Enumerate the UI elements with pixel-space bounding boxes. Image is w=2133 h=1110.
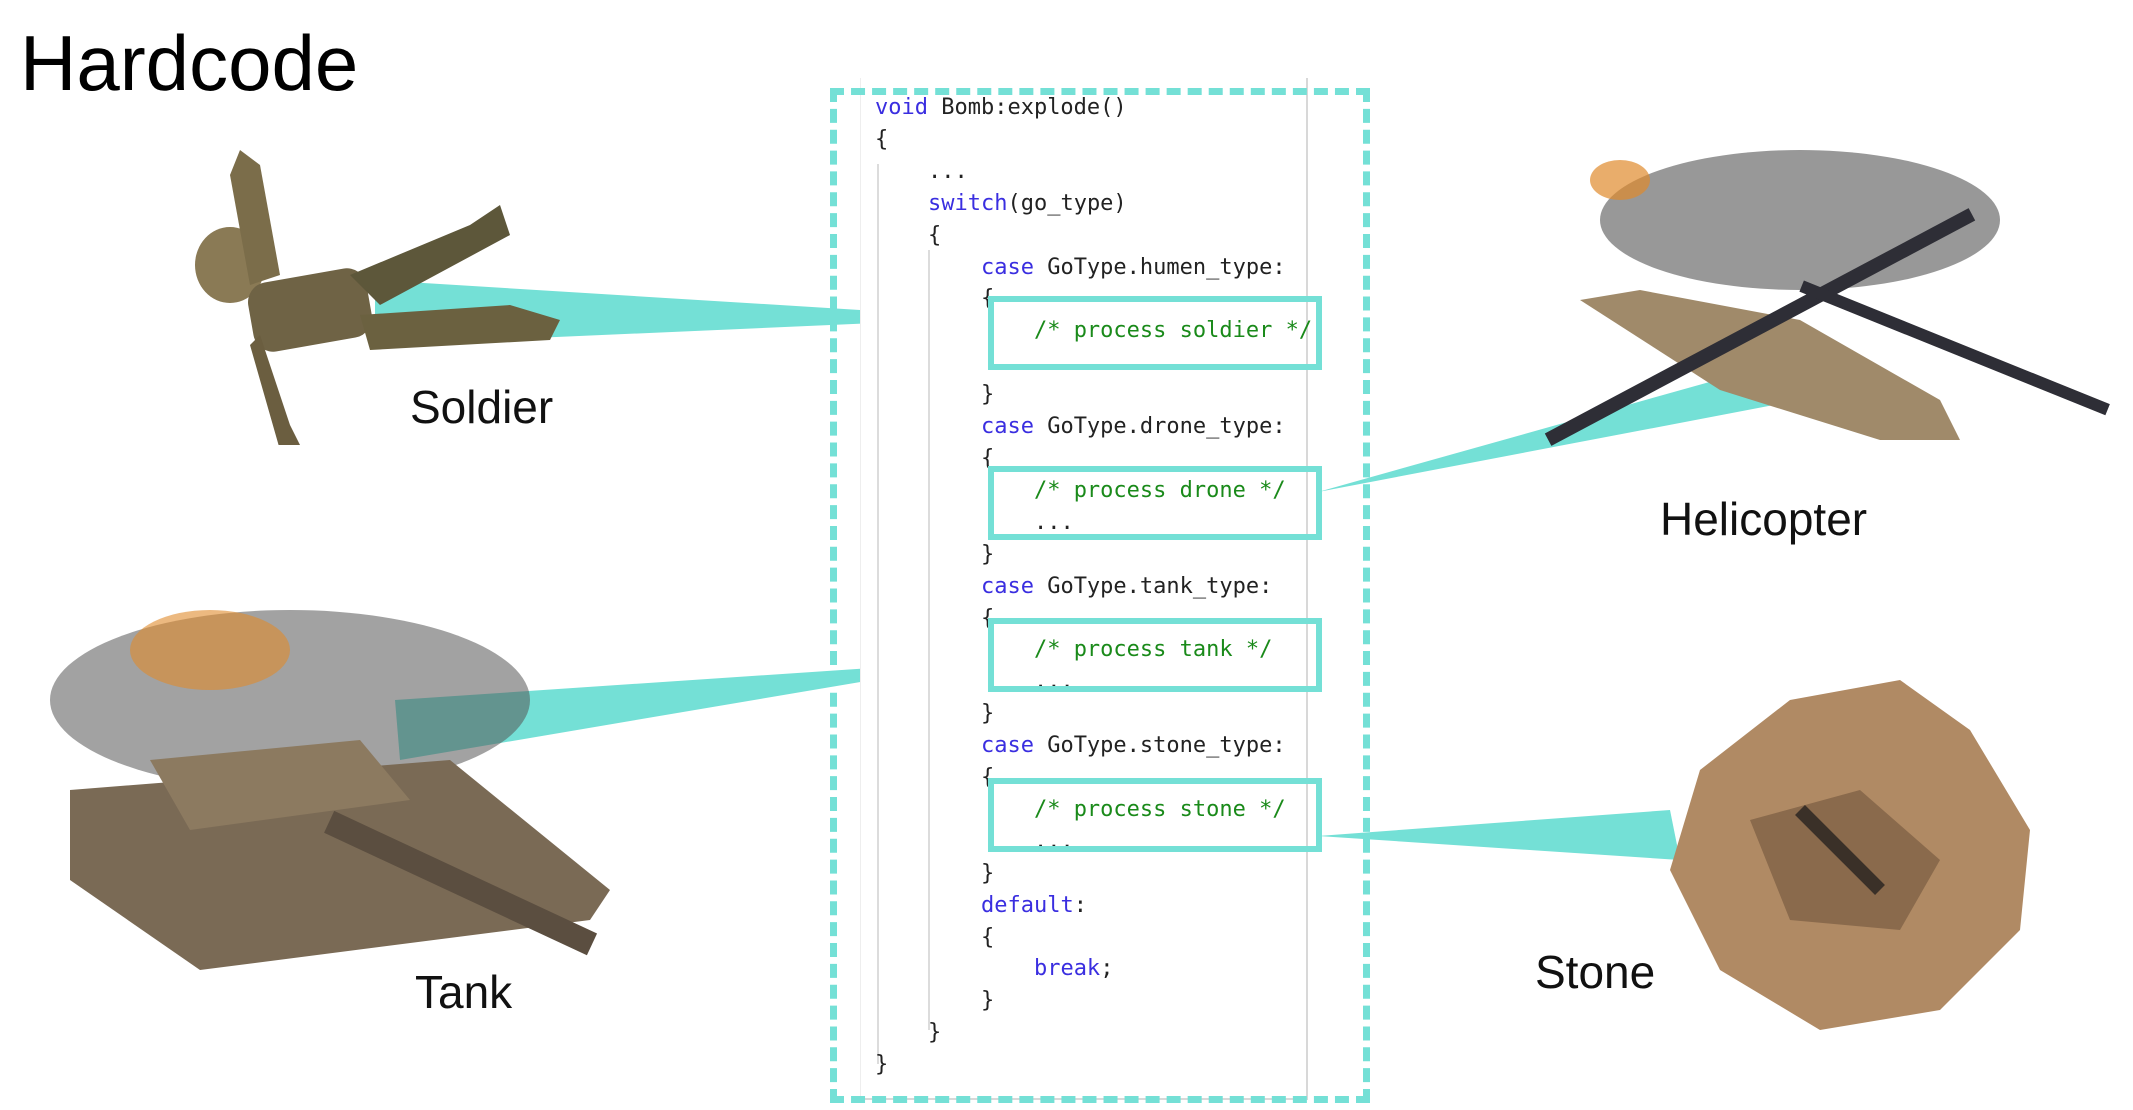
code-text: {: [875, 126, 889, 152]
code-text: ;: [1100, 956, 1114, 982]
code-line: case GoType.stone_type:: [875, 730, 1312, 762]
connector-tank: [395, 660, 990, 760]
code-line: ...: [875, 347, 1312, 379]
code-line: switch(go_type): [875, 188, 1312, 220]
tank-image: [50, 610, 610, 970]
code-text: }: [980, 382, 995, 408]
code-comment: /* process tank */: [1033, 637, 1273, 663]
code-text: :: [1073, 892, 1087, 918]
code-line: {: [875, 443, 1312, 475]
code-line: case GoType.drone_type:: [875, 411, 1312, 443]
code-keyword: case: [980, 254, 1034, 280]
code-line: }: [875, 1017, 1312, 1049]
code-line: }: [875, 698, 1312, 730]
soldier-image: [195, 150, 560, 445]
code-text: }: [927, 1020, 942, 1046]
code-line: case GoType.humen_type:: [875, 252, 1312, 284]
code-line: {: [875, 124, 1312, 156]
highlight-soldier: [988, 296, 1322, 370]
code-keyword: case: [980, 414, 1034, 440]
code-text: ...: [1033, 509, 1074, 535]
code-line: ...: [875, 156, 1312, 188]
code-line: }: [875, 379, 1312, 411]
code-text: GoType.tank_type:: [1033, 573, 1273, 599]
label-helicopter: Helicopter: [1660, 493, 1868, 545]
label-tank: Tank: [415, 966, 513, 1018]
highlight-tank: [988, 618, 1322, 692]
code-line: }: [875, 1049, 1312, 1081]
code-keyword: break: [1033, 956, 1101, 982]
code-comment: /* process soldier */: [1033, 318, 1313, 344]
code-line: /* process soldier */: [875, 315, 1312, 347]
code-text: GoType.stone_type:: [1033, 733, 1286, 759]
code-panel: [860, 78, 1308, 1100]
helicopter-image: [1544, 150, 2110, 446]
code-text: {: [927, 222, 942, 248]
code-line: {: [875, 922, 1312, 954]
code-line: default:: [875, 890, 1312, 922]
code-keyword: default: [980, 892, 1074, 918]
highlight-drone: [988, 466, 1322, 540]
code-text: }: [875, 1052, 889, 1078]
label-soldier: Soldier: [410, 381, 554, 433]
code-text: ...: [927, 158, 968, 184]
code-line: /* process tank */: [875, 634, 1312, 666]
code-text: }: [980, 860, 995, 886]
code-text: }: [980, 988, 995, 1014]
code-text: Bomb:explode(): [927, 95, 1127, 120]
code-line: /* process stone */: [875, 794, 1312, 826]
code-line: }: [875, 985, 1312, 1017]
code-line: /* process drone */: [875, 475, 1312, 507]
code-keyword: case: [980, 733, 1034, 759]
code-dashed-frame: [830, 88, 1370, 1103]
highlight-stone: [988, 778, 1322, 852]
code-text: }: [980, 701, 995, 727]
connector-stone: [1318, 810, 1680, 860]
code-keyword: case: [980, 573, 1034, 599]
code-line: }: [875, 858, 1312, 890]
code-comment: /* process drone */: [1033, 477, 1286, 503]
code-line: break;: [875, 953, 1312, 985]
code-text: {: [980, 445, 995, 471]
code-text: GoType.humen_type:: [1033, 254, 1286, 280]
code-line: case GoType.tank_type:: [875, 571, 1312, 603]
code-text: ...: [1033, 350, 1074, 376]
code-text: (go_type): [1007, 190, 1127, 216]
indent-guide: [928, 250, 930, 1030]
indent-guide: [877, 164, 879, 1064]
code-keyword: switch: [927, 190, 1008, 216]
page-title: Hardcode: [20, 19, 359, 107]
label-stone: Stone: [1535, 946, 1656, 998]
code-block: void Bomb:explode(){ ... switch(go_type)…: [875, 92, 1312, 1081]
stone-image: [1670, 680, 2030, 1030]
code-comment: /* process stone */: [1033, 796, 1286, 822]
code-line: ...: [875, 507, 1312, 539]
code-text: GoType.drone_type:: [1033, 414, 1286, 440]
code-text: {: [980, 924, 995, 950]
code-line: void Bomb:explode(): [875, 92, 1312, 124]
code-line: }: [875, 539, 1312, 571]
code-line: {: [875, 220, 1312, 252]
code-text: }: [980, 541, 995, 567]
code-keyword: void: [875, 95, 928, 120]
